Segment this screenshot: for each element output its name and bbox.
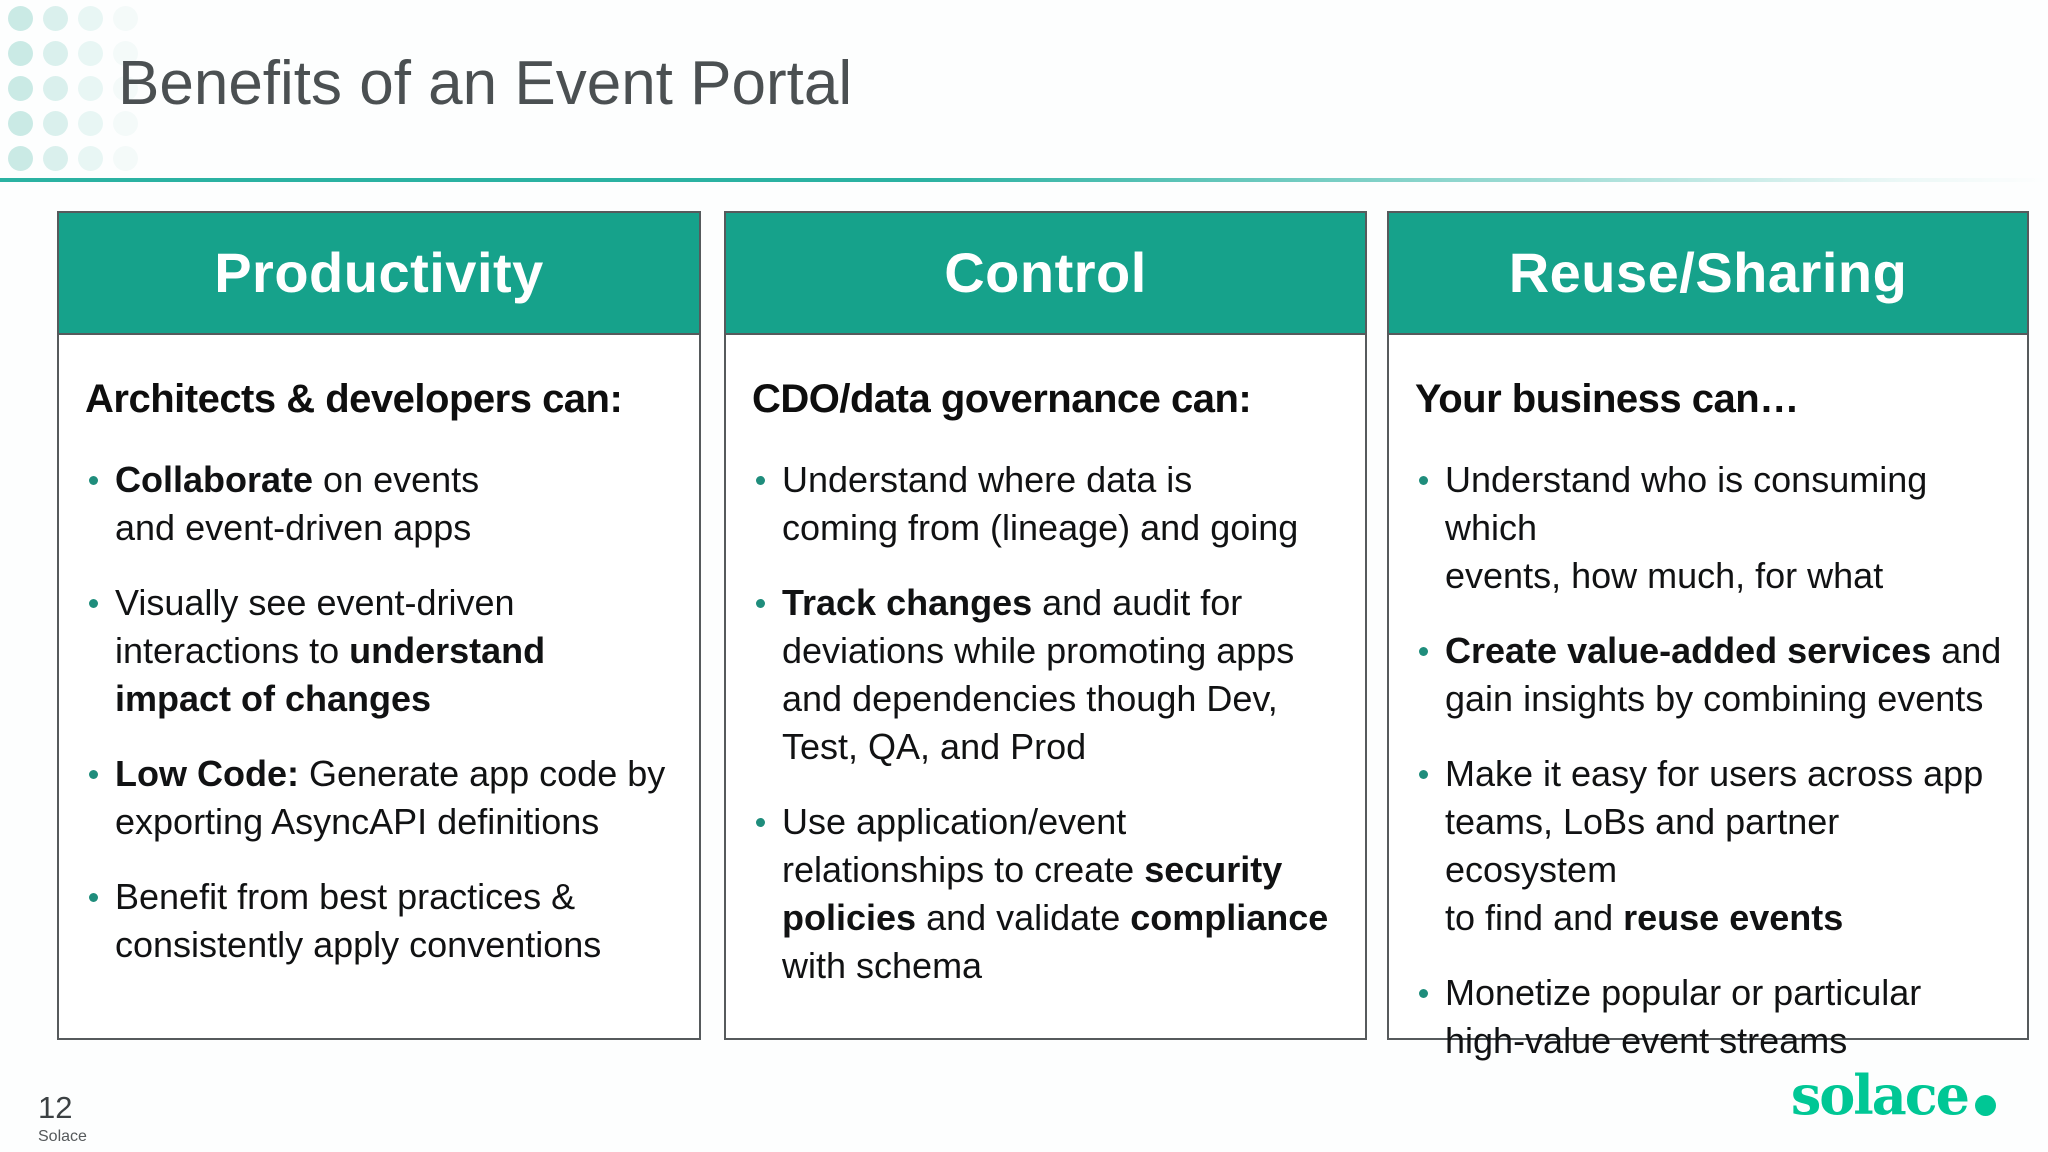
column-body-reuse-sharing: Your business can… Understand who is con… bbox=[1389, 335, 2027, 1065]
decorative-dot bbox=[43, 76, 68, 101]
decorative-dot bbox=[113, 111, 138, 136]
column-reuse-sharing: Reuse/Sharing Your business can… Underst… bbox=[1387, 211, 2029, 1061]
dot-pattern-decoration bbox=[8, 6, 158, 181]
solace-logo-dot-icon bbox=[1975, 1095, 1996, 1116]
bullet-item: Visually see event-driven interactions t… bbox=[85, 579, 679, 723]
column-body-productivity: Architects & developers can: Collaborate… bbox=[59, 335, 699, 969]
decorative-dot bbox=[78, 76, 103, 101]
bullet-item: Understand where data is coming from (li… bbox=[752, 456, 1345, 552]
column-subhead-reuse-sharing: Your business can… bbox=[1415, 377, 1799, 421]
decorative-dot bbox=[78, 6, 103, 31]
solace-logo-text: solace bbox=[1790, 1063, 1970, 1127]
bullet-item: Understand who is consuming which events… bbox=[1415, 456, 2007, 600]
column-subhead-productivity: Architects & developers can: bbox=[85, 377, 623, 421]
decorative-dot bbox=[43, 6, 68, 31]
decorative-dot bbox=[8, 76, 33, 101]
bullet-item: Create value-added services and gain ins… bbox=[1415, 627, 2007, 723]
footer-label: Solace bbox=[38, 1128, 87, 1145]
column-subhead-control: CDO/data governance can: bbox=[752, 377, 1252, 421]
column-body-control: CDO/data governance can: Understand wher… bbox=[726, 335, 1365, 990]
bullet-list-control: Understand where data is coming from (li… bbox=[752, 456, 1345, 990]
bullet-item: Low Code: Generate app code by exporting… bbox=[85, 750, 679, 846]
bullet-item: Track changes and audit for deviations w… bbox=[752, 579, 1345, 771]
title-divider-line bbox=[0, 178, 2048, 182]
bullet-list-reuse-sharing: Understand who is consuming which events… bbox=[1415, 456, 2007, 1065]
decorative-dot bbox=[43, 111, 68, 136]
column-header-reuse-sharing: Reuse/Sharing bbox=[1389, 213, 2027, 335]
bullet-item: Monetize popular or particular high-valu… bbox=[1415, 969, 2007, 1065]
column-header-productivity: Productivity bbox=[59, 213, 699, 335]
decorative-dot bbox=[113, 41, 138, 66]
bullet-item: Collaborate on events and event-driven a… bbox=[85, 456, 679, 552]
bullet-item: Make it easy for users across app teams,… bbox=[1415, 750, 2007, 942]
decorative-dot bbox=[8, 146, 33, 171]
decorative-dot bbox=[113, 146, 138, 171]
decorative-dot bbox=[113, 6, 138, 31]
bullet-item: Use application/event relationships to c… bbox=[752, 798, 1345, 990]
decorative-dot bbox=[43, 41, 68, 66]
decorative-dot bbox=[78, 41, 103, 66]
page-title: Benefits of an Event Portal bbox=[118, 49, 853, 118]
decorative-dot bbox=[43, 146, 68, 171]
page-number: 12 bbox=[38, 1090, 73, 1125]
solace-logo: solace bbox=[1791, 1068, 1996, 1122]
decorative-dot bbox=[78, 111, 103, 136]
decorative-dot bbox=[8, 41, 33, 66]
decorative-dot bbox=[78, 146, 103, 171]
decorative-dot bbox=[8, 6, 33, 31]
column-header-control: Control bbox=[726, 213, 1365, 335]
decorative-dot bbox=[8, 111, 33, 136]
bullet-item: Benefit from best practices & consistent… bbox=[85, 873, 679, 969]
decorative-dot bbox=[113, 76, 138, 101]
bullet-list-productivity: Collaborate on events and event-driven a… bbox=[85, 456, 679, 969]
column-control: Control CDO/data governance can: Underst… bbox=[724, 211, 1367, 1040]
column-productivity: Productivity Architects & developers can… bbox=[57, 211, 701, 1040]
